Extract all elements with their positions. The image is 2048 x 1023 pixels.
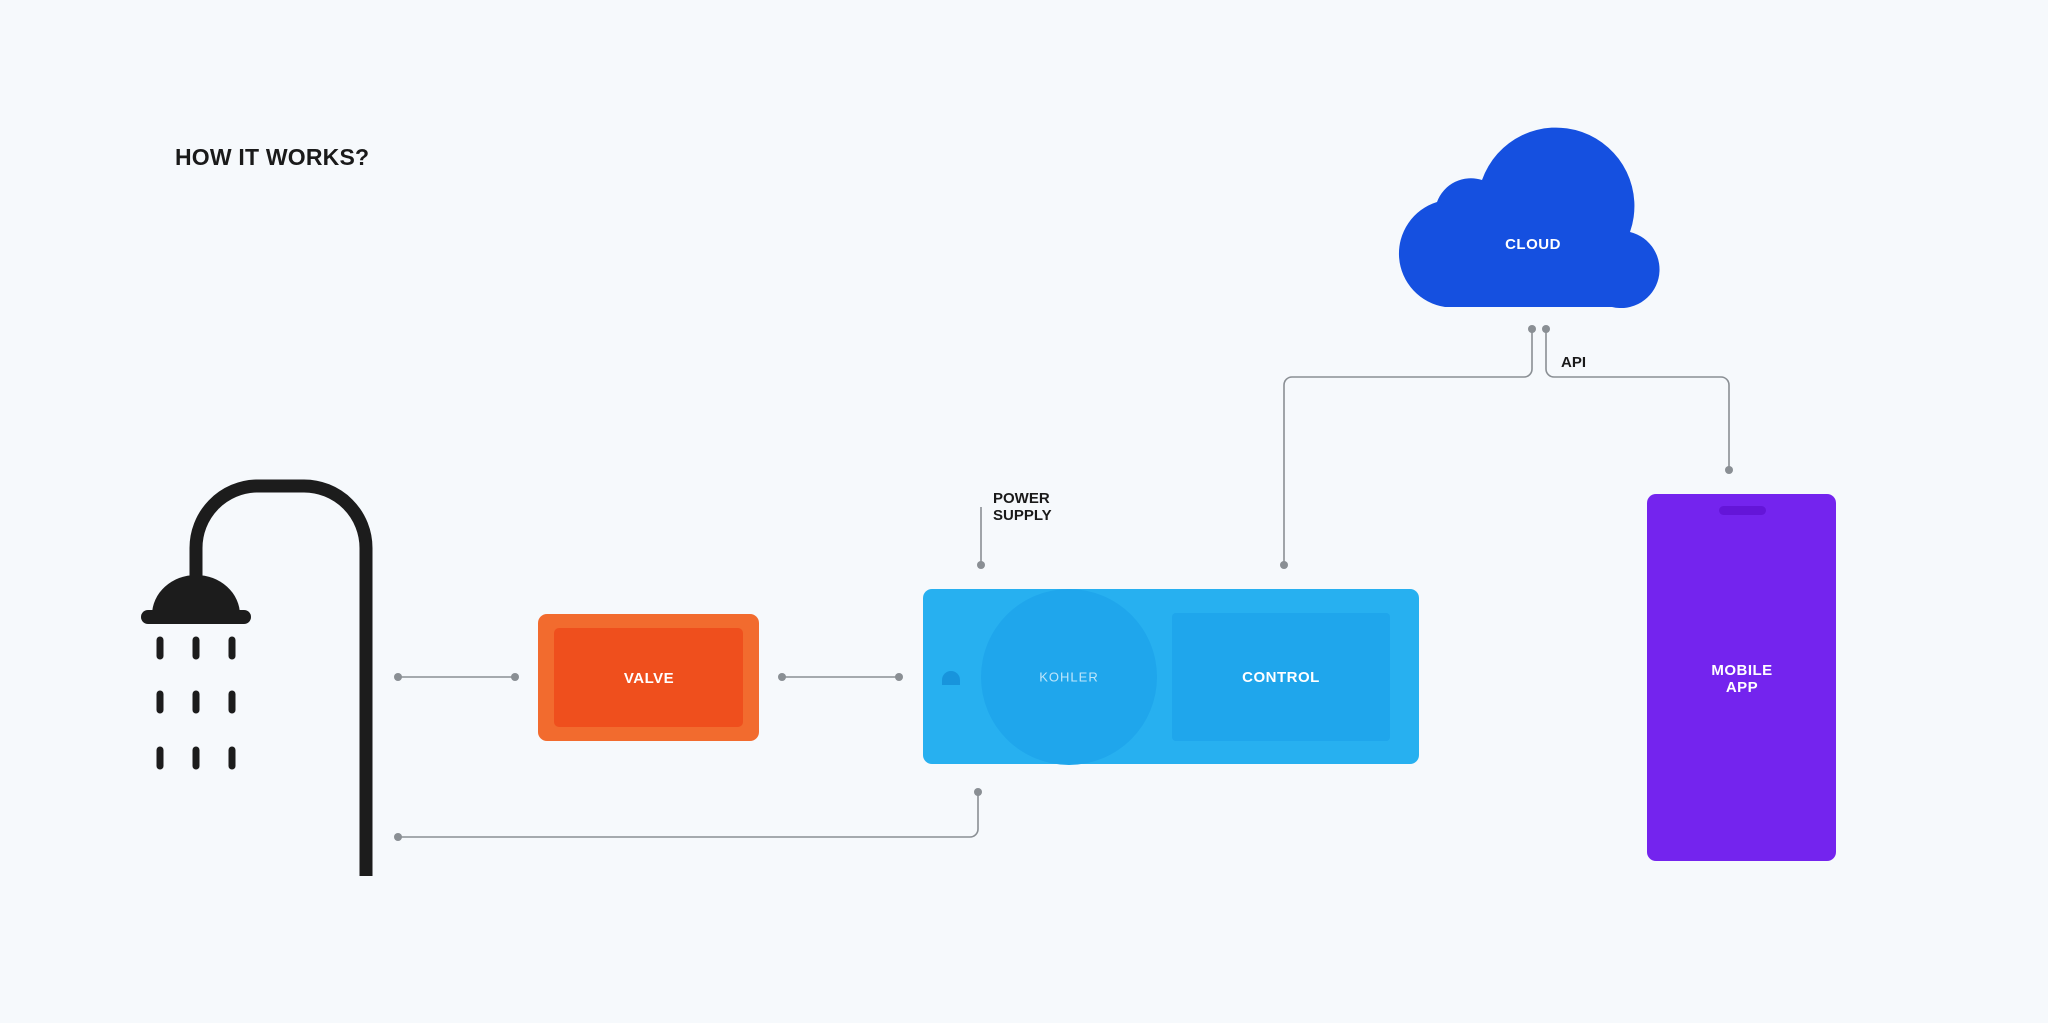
valve-node: VALVE: [538, 614, 759, 741]
cloud-icon: CLOUD: [1398, 127, 1660, 309]
mobile-app-label-line1: MOBILE: [1711, 662, 1772, 679]
power-supply-label-line2: SUPPLY: [993, 507, 1052, 524]
mobile-app-label-line2: APP: [1726, 679, 1758, 696]
shower-icon: [141, 479, 373, 876]
control-label: CONTROL: [1242, 669, 1320, 686]
phone-notch: [1719, 506, 1766, 515]
indicator-light: [942, 671, 960, 685]
connector-dots: [394, 325, 1733, 841]
connector-cloud-mobile: [1545, 329, 1730, 470]
connector-return-line: [398, 792, 979, 838]
cloud-label: CLOUD: [1505, 236, 1561, 253]
kohler-label: KOHLER: [1039, 669, 1098, 684]
valve-label: VALVE: [624, 670, 674, 687]
kohler-dial: [981, 589, 1157, 765]
page-title: HOW IT WORKS?: [175, 144, 370, 170]
phone-icon: MOBILE APP: [1647, 494, 1836, 861]
control-unit: KOHLER CONTROL: [923, 589, 1419, 765]
connectors: [398, 329, 1730, 838]
power-supply-label-line1: POWER: [993, 490, 1050, 507]
api-label: API: [1561, 354, 1586, 371]
connector-control-cloud: [1283, 329, 1533, 565]
